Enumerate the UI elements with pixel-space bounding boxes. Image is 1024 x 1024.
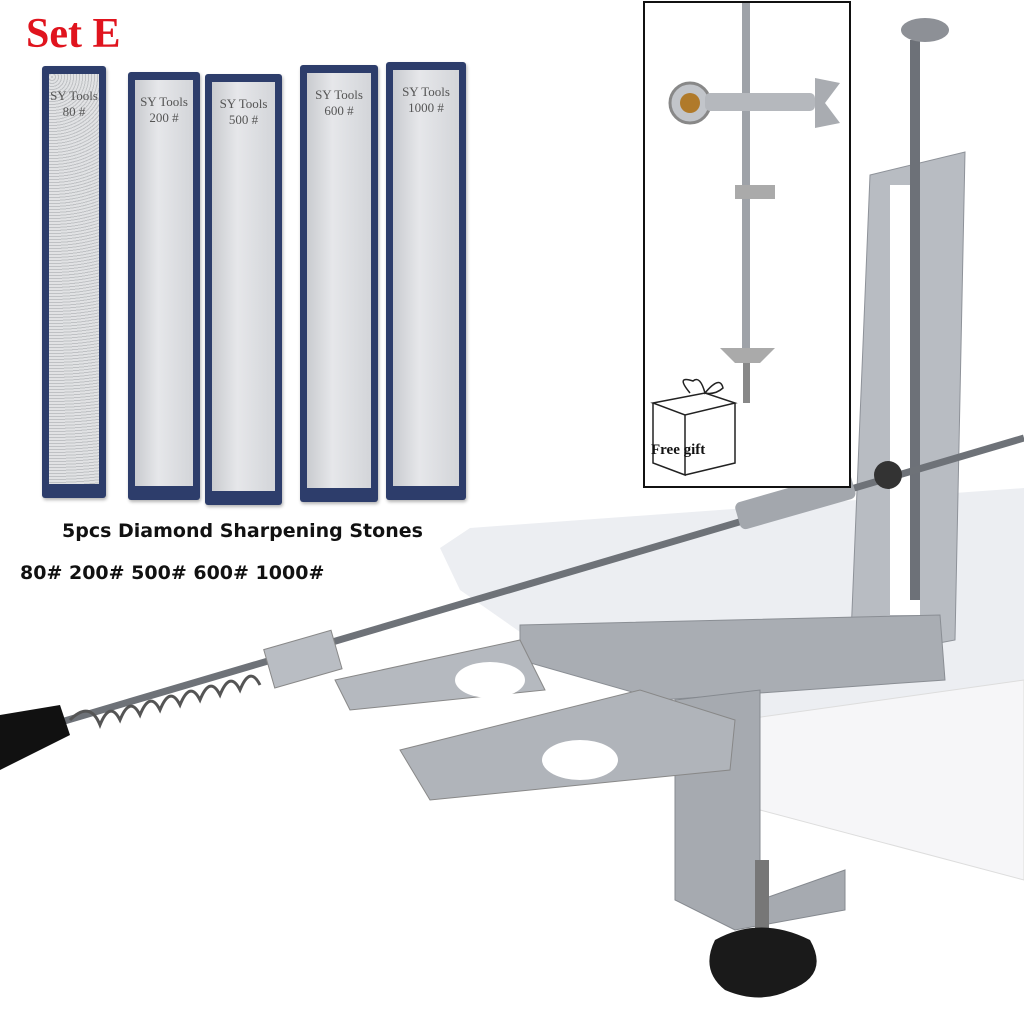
gift-inset [643,1,851,488]
handle [0,705,70,770]
spring [68,674,262,730]
gift-angle-holder [650,3,840,477]
stone-grit: 80 # [62,104,86,119]
gift-box-icon [650,378,738,477]
clamp-knob [709,927,817,998]
stone-brand: SY Tools [402,84,450,99]
clamp-screw [755,860,769,950]
stone-brand: SY Tools [50,88,98,103]
caption-title: 5pcs Diamond Sharpening Stones [62,520,423,542]
stone-grit: 1000 # [408,100,444,115]
caption-grits: 80# 200# 500# 600# 1000# [20,562,325,584]
stone-grit: 600 # [324,103,354,118]
set-title: Set E [26,11,121,57]
lead-screw [910,40,920,600]
jaw-hole [455,662,525,698]
pivot-joint [874,461,902,489]
stone-grit: 200 # [149,110,179,125]
rod-collar [263,629,343,689]
stone-brand: SY Tools [140,94,188,109]
stone-brand: SY Tools [219,96,268,111]
stone-grit: 500 # [228,112,259,127]
stone-brand: SY Tools [315,87,363,102]
free-gift-label: Free gift [651,442,706,458]
knurled-knob [901,18,949,42]
jaw-hole [542,740,618,780]
